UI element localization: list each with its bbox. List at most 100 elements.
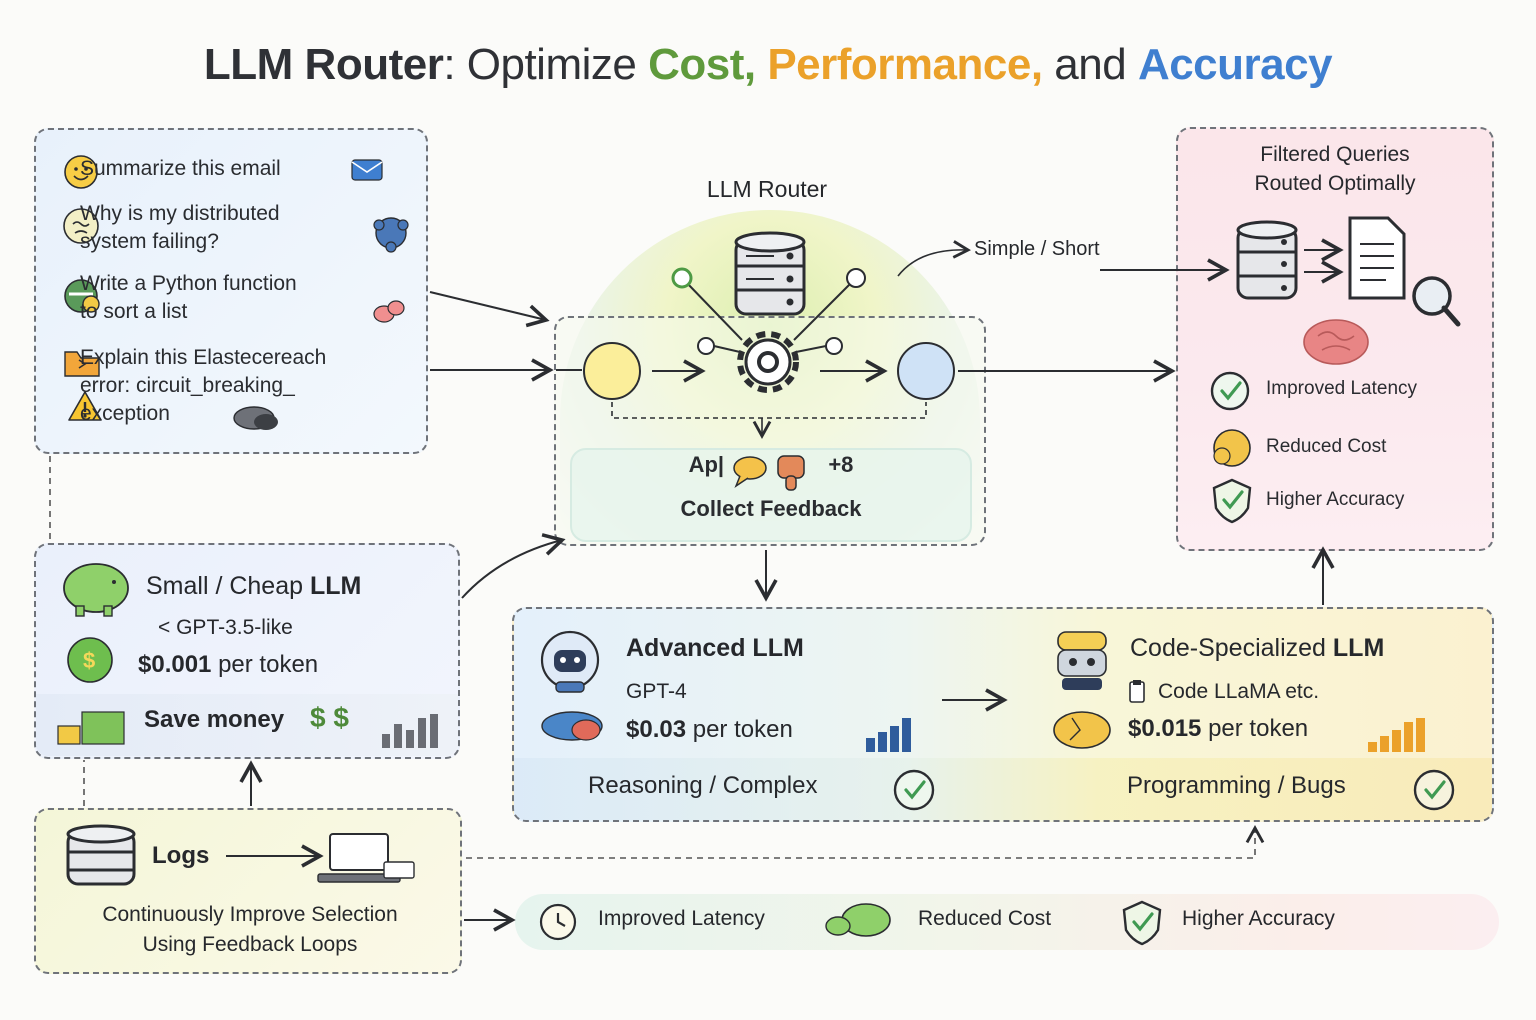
router-output-node	[897, 342, 955, 400]
chat-bubbles-icon	[373, 300, 405, 323]
arrow-simple-route	[897, 240, 971, 277]
title-part1: LLM Router	[203, 40, 444, 89]
bottom-benefit-latency: Improved Latency	[598, 907, 765, 930]
savings-chart-icon	[57, 711, 125, 745]
piggy-bank-icon	[63, 563, 129, 617]
small-llm-price-unit: per token	[218, 651, 319, 678]
brain-icon	[1303, 319, 1369, 365]
code-llm-model: Code LLaMA etc.	[1158, 680, 1320, 703]
robot-icon	[540, 630, 600, 693]
output-database-icon	[1236, 220, 1298, 300]
code-check-icon	[1413, 769, 1455, 811]
logs-database-icon	[66, 824, 136, 886]
page-title: LLM Router: Optimize Cost, Performance, …	[0, 40, 1536, 90]
code-llm-title: Code-Specialized LLM	[1130, 634, 1384, 663]
speech-bubble-icon	[733, 456, 767, 488]
shield-check-icon	[1212, 478, 1252, 524]
advanced-llm-price-row: $0.03 per token	[626, 716, 793, 744]
folder-icon	[64, 351, 100, 377]
advanced-llm-use-case: Reasoning / Complex	[588, 772, 818, 799]
latency-check-icon	[1210, 371, 1250, 411]
small-llm-name-bold: LLM	[309, 572, 362, 600]
clipboard-icon	[1129, 680, 1145, 703]
benefits-bar	[515, 894, 1499, 950]
error-cloud-icon	[233, 406, 278, 430]
query-2: Why is my distributed system failing?	[80, 202, 280, 253]
router-title: LLM Router	[706, 176, 828, 202]
code-llm-use-case: Programming / Bugs	[1127, 772, 1346, 799]
worried-face-icon	[63, 208, 99, 244]
money-bag-icon: $	[67, 637, 113, 683]
small-bar-chart-icon	[382, 714, 438, 748]
piggy-coins-icon	[1213, 429, 1251, 467]
warning-icon	[68, 391, 102, 421]
title-accuracy: Accuracy	[1137, 40, 1333, 89]
distributed-system-icon	[373, 217, 409, 253]
query-3: Write a Python function to sort a list	[80, 272, 297, 323]
small-llm-model: < GPT-3.5-like	[158, 616, 293, 639]
bottom-benefit-cost: Reduced Cost	[918, 907, 1052, 930]
code-llm-price: $0.015	[1128, 715, 1202, 742]
bottom-shield-icon	[1122, 900, 1162, 946]
gear-icon	[737, 331, 799, 393]
dashed-feedback-loop	[466, 825, 1265, 859]
dollar-signs-icon: $ $	[310, 702, 349, 733]
small-llm-title: Small / Cheap LLM	[146, 572, 361, 601]
output-benefit-cost: Reduced Cost	[1266, 436, 1387, 457]
clock-icon	[539, 903, 577, 941]
output-title: Filtered Queries Routed Optimally	[1254, 143, 1416, 195]
logs-label: Logs	[152, 842, 210, 869]
query-1: Summarize this email	[80, 157, 281, 180]
feedback-count: +8	[828, 452, 854, 477]
feedback-icons-row: Ap| +8	[570, 452, 972, 478]
small-llm-name: Small / Cheap	[146, 572, 310, 600]
advanced-llm-model: GPT-4	[626, 680, 687, 703]
router-input-node	[583, 342, 641, 400]
output-benefit-latency: Improved Latency	[1266, 378, 1418, 399]
logs-caption: Continuously Improve Selection Using Fee…	[102, 903, 398, 956]
router-node-white	[846, 268, 866, 288]
small-llm-price-row: $0.001 per token	[138, 651, 318, 679]
router-feedback-loop	[611, 402, 927, 419]
router-node-green	[671, 267, 693, 289]
cloud-model-icon	[541, 711, 603, 741]
green-piggy-icon	[825, 903, 891, 937]
title-part2: : Optimize	[443, 40, 649, 89]
advanced-llm-price-unit: per token	[692, 716, 793, 743]
advanced-llm-title: Advanced LLM	[626, 634, 804, 662]
thumbs-down-icon	[777, 455, 805, 491]
coder-robot-icon	[1057, 631, 1107, 690]
advanced-llm-price: $0.03	[626, 716, 687, 743]
database-icon	[734, 231, 806, 316]
python-icon	[64, 279, 100, 313]
collect-feedback-label: Collect Feedback	[680, 496, 862, 521]
advanced-check-icon	[893, 769, 935, 811]
route-simple-label: Simple / Short	[974, 238, 1100, 260]
advanced-bar-chart-icon	[866, 718, 911, 752]
output-benefit-accuracy: Higher Accuracy	[1266, 489, 1405, 510]
monitor-icon	[317, 833, 415, 883]
arrow-queries-to-router-1	[429, 291, 550, 328]
svg-text:$: $	[83, 648, 95, 673]
email-icon	[351, 159, 383, 181]
smiley-icon	[64, 155, 98, 189]
cracked-coin-icon	[1053, 711, 1111, 749]
feedback-prefix: Ap|	[688, 452, 725, 477]
small-llm-price: $0.001	[138, 651, 212, 678]
title-and: and	[1042, 40, 1138, 89]
arrow-small-to-router	[461, 533, 566, 599]
code-llm-price-row: $0.015 per token	[1128, 715, 1308, 743]
use-case-band	[514, 758, 1492, 820]
code-llm-name-bold: LLM	[1332, 634, 1385, 662]
title-cost: Cost,	[648, 40, 756, 89]
queries-panel	[34, 128, 428, 454]
code-llm-price-unit: per token	[1208, 715, 1309, 742]
code-bar-chart-icon	[1368, 718, 1425, 752]
magnifier-icon	[1412, 276, 1461, 327]
query-4: Explain this Elastecereach error: circui…	[80, 346, 327, 425]
bottom-benefit-accuracy: Higher Accuracy	[1182, 907, 1335, 930]
small-llm-tagline: Save money	[144, 706, 285, 733]
document-icon	[1348, 216, 1406, 300]
code-llm-name: Code-Specialized	[1130, 634, 1333, 662]
